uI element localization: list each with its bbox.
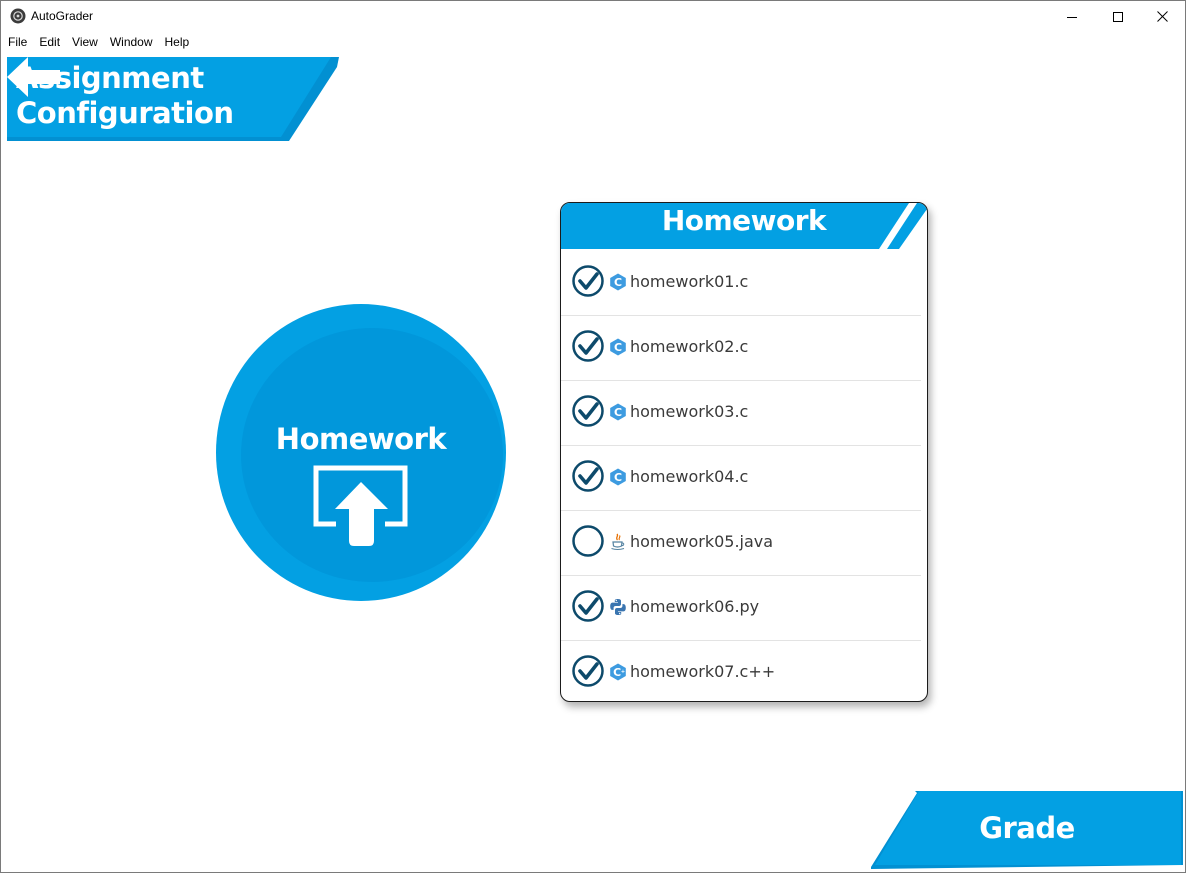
- file-name: homework05.java: [630, 532, 774, 551]
- panel-title: Homework: [661, 204, 827, 237]
- close-button[interactable]: [1139, 1, 1185, 32]
- grade-button[interactable]: Grade: [871, 791, 1183, 869]
- window-title: AutoGrader: [31, 9, 94, 23]
- checked-icon[interactable]: [572, 395, 604, 427]
- c-icon: C: [610, 338, 626, 356]
- checked-icon[interactable]: [572, 655, 604, 687]
- file-name: homework06.py: [630, 597, 760, 616]
- maximize-icon: [1113, 11, 1123, 22]
- file-name: homework03.c: [630, 402, 749, 421]
- file-name: homework07.c++: [630, 662, 776, 681]
- upload-circle-shape: [216, 304, 506, 601]
- menu-file[interactable]: File: [8, 35, 28, 49]
- file-row[interactable]: C+ homework07.c++: [561, 641, 921, 701]
- python-icon: [610, 599, 626, 615]
- file-row[interactable]: homework06.py: [561, 576, 921, 641]
- cpp-icon: C+: [610, 663, 626, 681]
- upload-label: Homework: [275, 422, 447, 456]
- svg-text:C: C: [613, 666, 621, 679]
- file-row[interactable]: homework05.java: [561, 511, 921, 576]
- panel-header-shape: [561, 203, 927, 249]
- upload-homework-button[interactable]: Homework: [216, 304, 506, 601]
- svg-text:C: C: [614, 406, 622, 419]
- back-banner-shape: [7, 57, 339, 141]
- svg-text:C: C: [614, 341, 622, 354]
- grade-label: Grade: [871, 811, 1183, 845]
- homework-file-panel: Homework C homework01.c C homework02.c C…: [560, 202, 928, 702]
- file-row[interactable]: C homework03.c: [561, 381, 921, 446]
- file-row[interactable]: C homework04.c: [561, 446, 921, 511]
- menu-view[interactable]: View: [72, 35, 98, 49]
- close-icon: [1156, 11, 1168, 22]
- arrow-left-icon: [7, 57, 60, 97]
- file-row[interactable]: C homework01.c: [561, 251, 921, 316]
- checked-icon[interactable]: [572, 265, 604, 297]
- svg-text:C: C: [614, 471, 622, 484]
- java-icon: [611, 533, 625, 551]
- menu-window[interactable]: Window: [109, 35, 153, 49]
- upload-icon: [313, 465, 408, 546]
- title-bar: AutoGrader: [1, 1, 1185, 32]
- svg-text:C: C: [614, 276, 622, 289]
- grade-button-shape: [871, 791, 1183, 869]
- file-row[interactable]: C homework02.c: [561, 316, 921, 381]
- c-icon: C: [610, 403, 626, 421]
- back-banner-line2: Configuration: [16, 96, 234, 130]
- panel-header: Homework: [561, 203, 927, 249]
- menu-edit[interactable]: Edit: [39, 35, 61, 49]
- c-icon: C: [610, 273, 626, 291]
- assignment-configuration-back-button[interactable]: Assignment Configuration: [7, 57, 339, 141]
- file-list: C homework01.c C homework02.c C homework…: [561, 251, 927, 701]
- minimize-icon: [1067, 16, 1077, 18]
- menu-bar: File Edit View Window Help: [1, 32, 195, 52]
- svg-text:+: +: [621, 669, 625, 675]
- unchecked-icon[interactable]: [572, 525, 604, 557]
- file-name: homework02.c: [630, 337, 749, 356]
- checked-icon[interactable]: [572, 330, 604, 362]
- c-icon: C: [610, 468, 626, 486]
- checked-icon[interactable]: [572, 590, 604, 622]
- grade-label-text: Grade: [979, 811, 1075, 845]
- file-name: homework04.c: [630, 467, 749, 486]
- maximize-button[interactable]: [1095, 1, 1141, 32]
- menu-help[interactable]: Help: [164, 35, 190, 49]
- file-name: homework01.c: [630, 272, 749, 291]
- minimize-button[interactable]: [1049, 1, 1095, 32]
- checked-icon[interactable]: [572, 460, 604, 492]
- app-logo-icon: [10, 8, 26, 24]
